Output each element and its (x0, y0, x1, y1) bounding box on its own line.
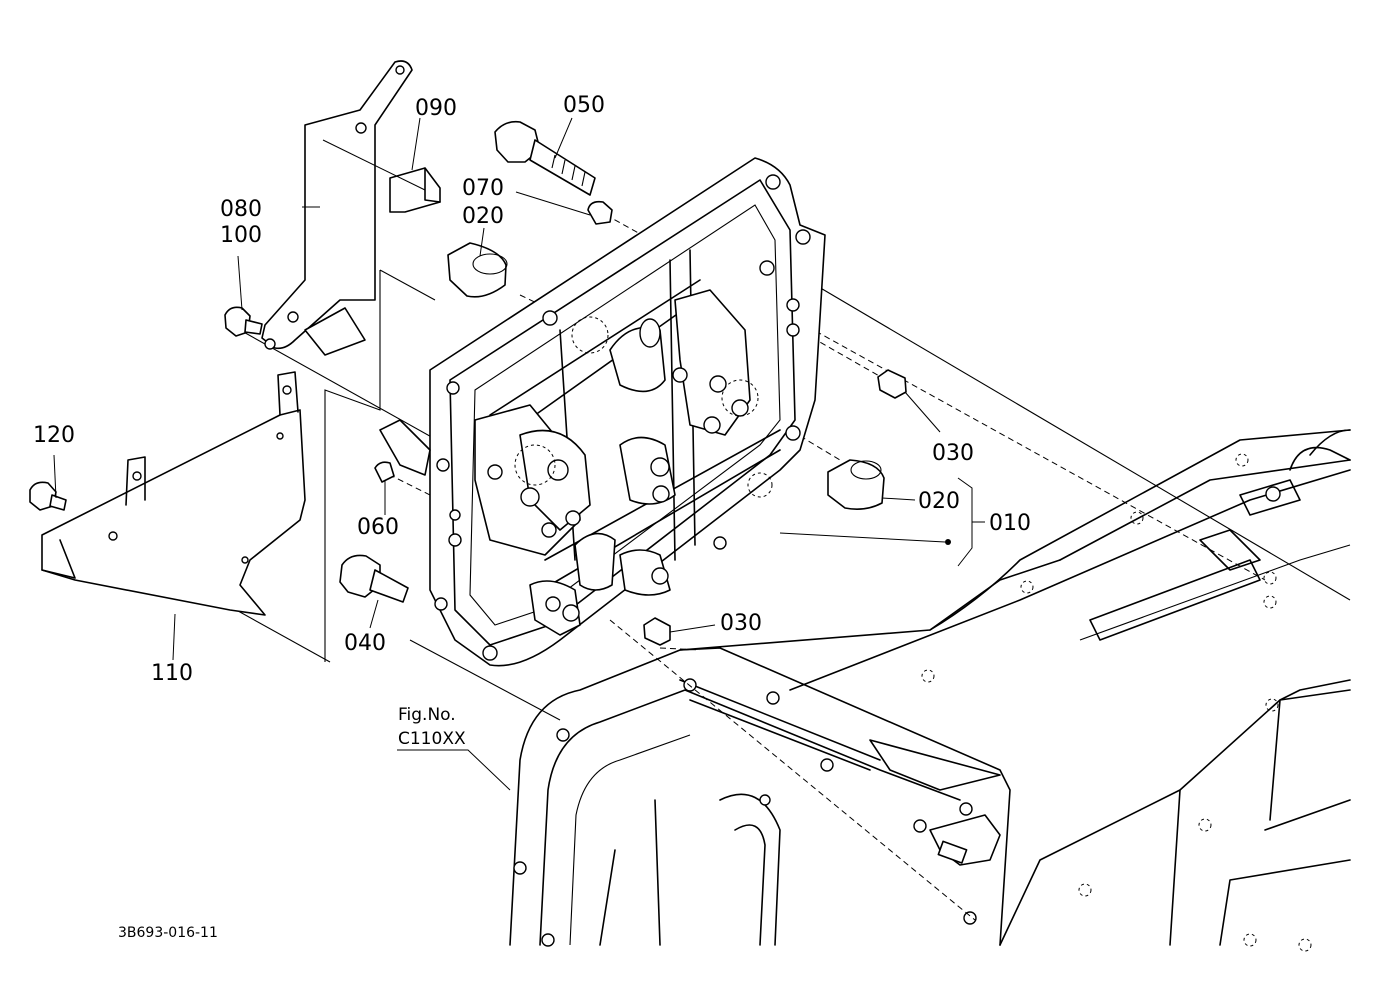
callout-030-upper: 030 (932, 441, 974, 466)
callout-120: 120 (33, 423, 75, 448)
cover-110 (41, 371, 306, 616)
bolt-050 (494, 120, 596, 196)
callout-030-lower: 030 (720, 611, 762, 636)
bushing-020-lower (827, 459, 885, 510)
callout-050: 050 (563, 93, 605, 118)
callout-060: 060 (357, 515, 399, 540)
callout-100: 100 (220, 223, 262, 248)
reference-lines (109, 269, 1351, 721)
cover-plate-assembly (379, 157, 826, 667)
callout-010: 010 (989, 511, 1031, 536)
pin-030-upper (877, 369, 907, 399)
callout-020-lower: 020 (918, 489, 960, 514)
bolt-040 (339, 554, 409, 603)
leader-lines (53, 117, 985, 791)
figure-ref-label: Fig.No. (398, 705, 456, 725)
plug-070 (587, 200, 613, 225)
bolt-100 (224, 306, 263, 337)
bracket-080 (261, 60, 413, 356)
bolt-120 (29, 481, 67, 511)
callout-080: 080 (220, 197, 262, 222)
figure-ref-number: C110XX (398, 729, 466, 749)
plug-060 (374, 461, 395, 483)
transmission-case (509, 429, 1351, 952)
plate-090 (389, 167, 441, 213)
callout-070: 070 (462, 176, 504, 201)
callout-labels: 090 050 080 100 070 020 120 030 020 010 … (33, 93, 1031, 941)
callout-090: 090 (415, 96, 457, 121)
callout-040: 040 (344, 631, 386, 656)
pin-030-lower (643, 617, 671, 646)
callout-110: 110 (151, 661, 193, 686)
bushing-020-top (447, 242, 508, 298)
diagram-code: 3B693-016-11 (118, 925, 218, 941)
callout-020-top: 020 (462, 204, 504, 229)
